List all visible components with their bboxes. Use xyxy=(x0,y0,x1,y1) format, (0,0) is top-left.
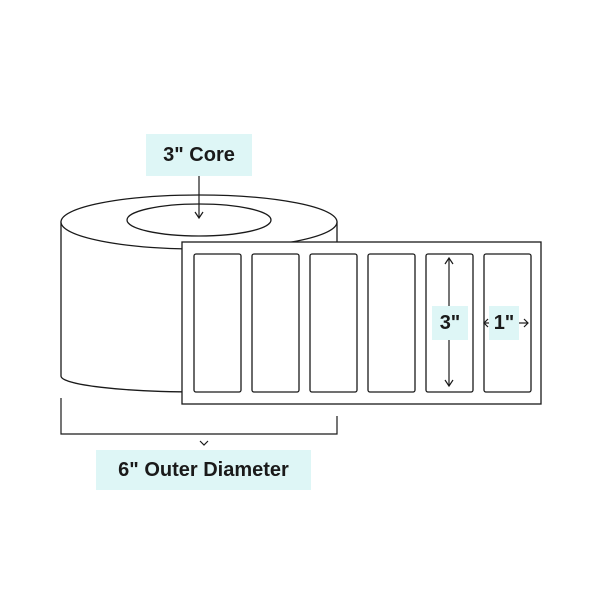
core-arrow xyxy=(194,176,204,220)
label-2 xyxy=(251,253,300,393)
label-3 xyxy=(309,253,358,393)
label-1 xyxy=(193,253,242,393)
label-liner xyxy=(181,241,542,405)
label-height-label: 3" xyxy=(432,306,468,340)
core-size-label: 3" Core xyxy=(146,134,252,176)
width-dimension-arrow xyxy=(483,318,529,328)
labels xyxy=(193,253,532,393)
outer-diameter-bracket xyxy=(60,398,338,446)
label-width-label: 1" xyxy=(489,306,519,340)
label-4 xyxy=(367,253,416,393)
outer-diameter-label: 6" Outer Diameter xyxy=(96,450,311,490)
